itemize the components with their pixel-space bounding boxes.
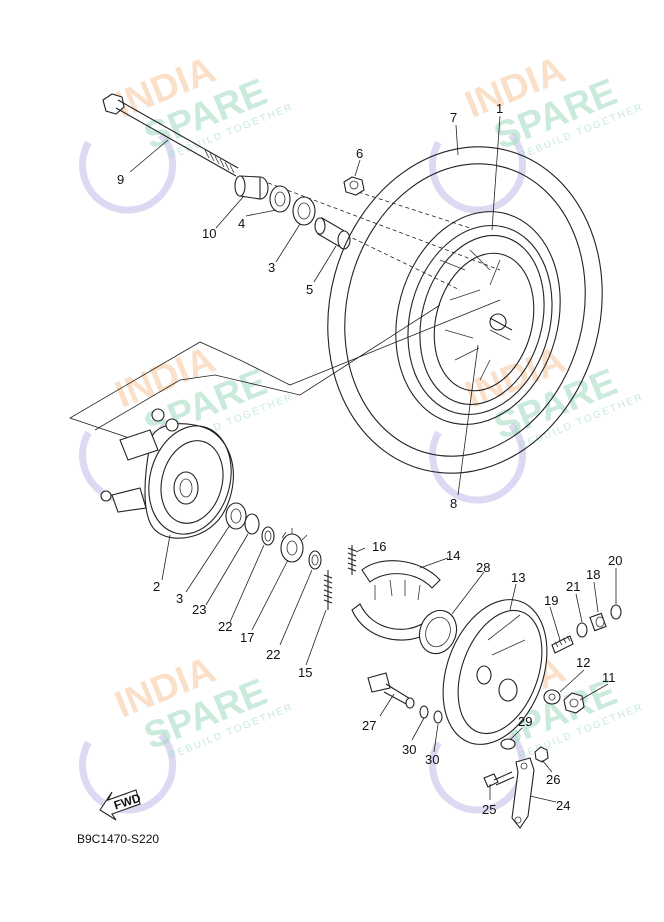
callout-27: 27 [362,718,376,733]
cable-adjuster-part-19 [551,635,574,654]
callout-17: 17 [240,630,254,645]
wheel-tire-assembly [327,146,603,474]
brake-arm-part-24 [511,757,535,829]
clip-part-30-a [419,705,429,719]
callout-23: 23 [192,602,206,617]
nut-part-26 [534,746,549,763]
washer-part-29 [500,738,516,750]
callout-20: 20 [608,553,622,568]
bolt-part-25 [483,771,515,788]
callout-13: 13 [511,570,525,585]
callout-1: 1 [496,101,503,116]
spacer-part-5 [314,217,351,250]
diagram-code: B9C1470-S220 [77,832,159,846]
callout-3-lower: 3 [176,591,183,606]
callout-8: 8 [450,496,457,511]
callout-7: 7 [450,110,457,125]
callout-29: 29 [518,714,532,729]
ring-part-20 [610,604,622,620]
callout-15: 15 [298,665,312,680]
callout-19: 19 [544,593,558,608]
assembly-lines [69,177,501,446]
gear-part-17 [280,528,308,563]
nut-part-6 [343,176,365,196]
callout-5: 5 [306,282,313,297]
callout-16: 16 [372,539,386,554]
callout-9: 9 [117,172,124,187]
callout-24: 24 [556,798,570,813]
clip-part-30-b [433,710,443,724]
seal-part-23 [244,513,260,535]
watermark-top-right: INDIA SPARE REBUILD TOGETHER [429,49,645,214]
leader-lines [129,115,617,803]
callout-labels: 1 2 3 3 4 5 6 7 8 9 10 11 12 13 14 15 16… [117,101,622,817]
callout-30-a: 30 [402,742,416,757]
callout-10: 10 [202,226,216,241]
axle-part-9 [102,93,239,177]
callout-30-b: 30 [425,752,439,767]
watermark-top-left: INDIA SPARE REBUILD TOGETHER [79,49,295,214]
circlip-part-22-a [261,526,275,546]
callout-6: 6 [356,146,363,161]
washer-part-12 [543,689,561,705]
brake-plate-part-13 [442,599,548,745]
callout-28: 28 [476,560,490,575]
callout-14: 14 [446,548,460,563]
camshaft-part-27 [367,672,415,709]
bearing-part-4 [269,185,291,213]
callout-12: 12 [576,655,590,670]
callout-4: 4 [238,216,245,231]
callout-18: 18 [586,567,600,582]
forward-arrow-icon: FWD [99,789,143,821]
circlip-part-22-b [308,550,322,570]
callout-21: 21 [566,579,580,594]
brake-hub-part-2 [100,408,234,539]
bearing-part-3-upper [292,196,316,226]
bearing-part-3-lower [225,502,247,530]
spring-part-15 [323,570,333,610]
oring-part-28 [418,609,458,655]
callout-2: 2 [153,579,160,594]
spring-part-16 [347,545,357,575]
nut-part-11 [563,692,585,714]
callout-26: 26 [546,772,560,787]
callout-3-upper: 3 [268,260,275,275]
watermark-mid-right: INDIA SPARE REBUILD TOGETHER [429,339,645,504]
callout-22-b: 22 [266,647,280,662]
collar-part-10 [234,175,269,200]
fitting-part-21 [576,622,588,638]
nipple-part-18 [589,612,607,632]
callout-22-a: 22 [218,619,232,634]
callout-11: 11 [602,670,616,685]
callout-25: 25 [482,802,496,817]
